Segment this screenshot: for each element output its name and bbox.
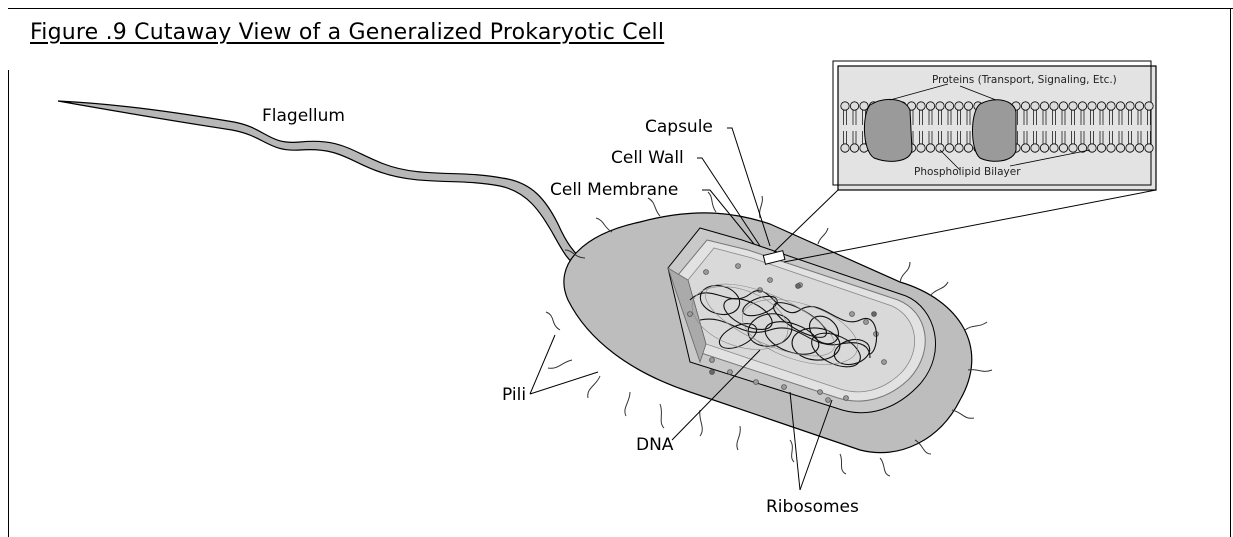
- phospholipid-head: [1145, 144, 1153, 152]
- phospholipid-head: [1059, 102, 1067, 110]
- label-capsule: Capsule: [645, 117, 713, 137]
- flagellum: [58, 101, 586, 268]
- label-dna: DNA: [636, 435, 673, 455]
- phospholipid-head: [1078, 102, 1086, 110]
- label-cell-wall: Cell Wall: [611, 148, 684, 168]
- phospholipid-head: [917, 102, 925, 110]
- phospholipid-head: [850, 144, 858, 152]
- phospholipid-head: [1116, 102, 1124, 110]
- phospholipid-head: [926, 102, 934, 110]
- inset-zoom-line: [784, 190, 1156, 262]
- phospholipid-head: [1088, 102, 1096, 110]
- phospholipid-head: [1107, 144, 1115, 152]
- phospholipid-head: [926, 144, 934, 152]
- phospholipid-head: [1031, 102, 1039, 110]
- phospholipid-head: [917, 144, 925, 152]
- phospholipid-head: [1069, 102, 1077, 110]
- phospholipid-head: [955, 102, 963, 110]
- label-pili: Pili: [502, 385, 526, 405]
- phospholipid-head: [1050, 144, 1058, 152]
- membrane-protein: [973, 100, 1017, 161]
- phospholipid-head: [1097, 102, 1105, 110]
- phospholipid-head: [964, 102, 972, 110]
- phospholipid-head: [850, 102, 858, 110]
- inset-label-proteins: Proteins (Transport, Signaling, Etc.): [932, 74, 1117, 86]
- phospholipid-head: [964, 144, 972, 152]
- phospholipid-head: [1116, 144, 1124, 152]
- phospholipid-head: [841, 102, 849, 110]
- phospholipid-head: [1050, 102, 1058, 110]
- phospholipid-head: [1059, 144, 1067, 152]
- label-ribosomes: Ribosomes: [766, 497, 859, 517]
- phospholipid-head: [1088, 144, 1096, 152]
- phospholipid-head: [841, 144, 849, 152]
- phospholipid-head: [1021, 102, 1029, 110]
- phospholipid-head: [1021, 144, 1029, 152]
- phospholipid-head: [860, 102, 868, 110]
- label-cell-membrane: Cell Membrane: [550, 180, 678, 200]
- phospholipid-head: [1126, 102, 1134, 110]
- phospholipid-head: [936, 102, 944, 110]
- phospholipid-head: [1107, 102, 1115, 110]
- phospholipid-head: [945, 144, 953, 152]
- phospholipid-head: [955, 144, 963, 152]
- phospholipid-head: [945, 102, 953, 110]
- phospholipid-head: [1135, 144, 1143, 152]
- phospholipid-head: [1069, 144, 1077, 152]
- phospholipid-head: [1040, 102, 1048, 110]
- membrane-protein: [864, 99, 912, 161]
- phospholipid-head: [1097, 144, 1105, 152]
- label-flagellum: Flagellum: [262, 106, 345, 126]
- phospholipid-head: [936, 144, 944, 152]
- phospholipid-head: [1135, 102, 1143, 110]
- phospholipid-head: [1126, 144, 1134, 152]
- phospholipid-head: [1040, 144, 1048, 152]
- phospholipid-head: [1145, 102, 1153, 110]
- inset-label-bilayer: Phospholipid Bilayer: [914, 166, 1021, 178]
- phospholipid-head: [1031, 144, 1039, 152]
